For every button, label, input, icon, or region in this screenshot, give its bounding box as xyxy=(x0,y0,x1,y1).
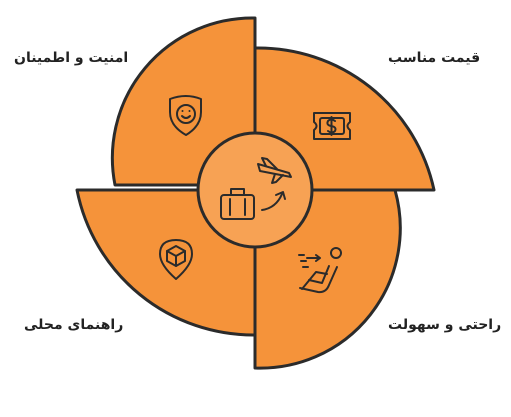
center-circle xyxy=(196,131,314,249)
map-pin-box-icon xyxy=(159,239,193,280)
travel-luggage-plane-icon xyxy=(220,157,292,220)
reclining-seat-icon xyxy=(298,247,342,294)
label-comfort-ease: راحتی و سهولت xyxy=(388,317,502,333)
shield-smile-icon xyxy=(169,95,202,136)
label-security-assurance: امنیت و اطمینان xyxy=(14,50,129,66)
label-local-guide: راهنمای محلی xyxy=(24,317,124,333)
dollar-ticket-icon xyxy=(313,112,351,140)
label-reasonable-price: قیمت مناسب xyxy=(388,50,481,66)
